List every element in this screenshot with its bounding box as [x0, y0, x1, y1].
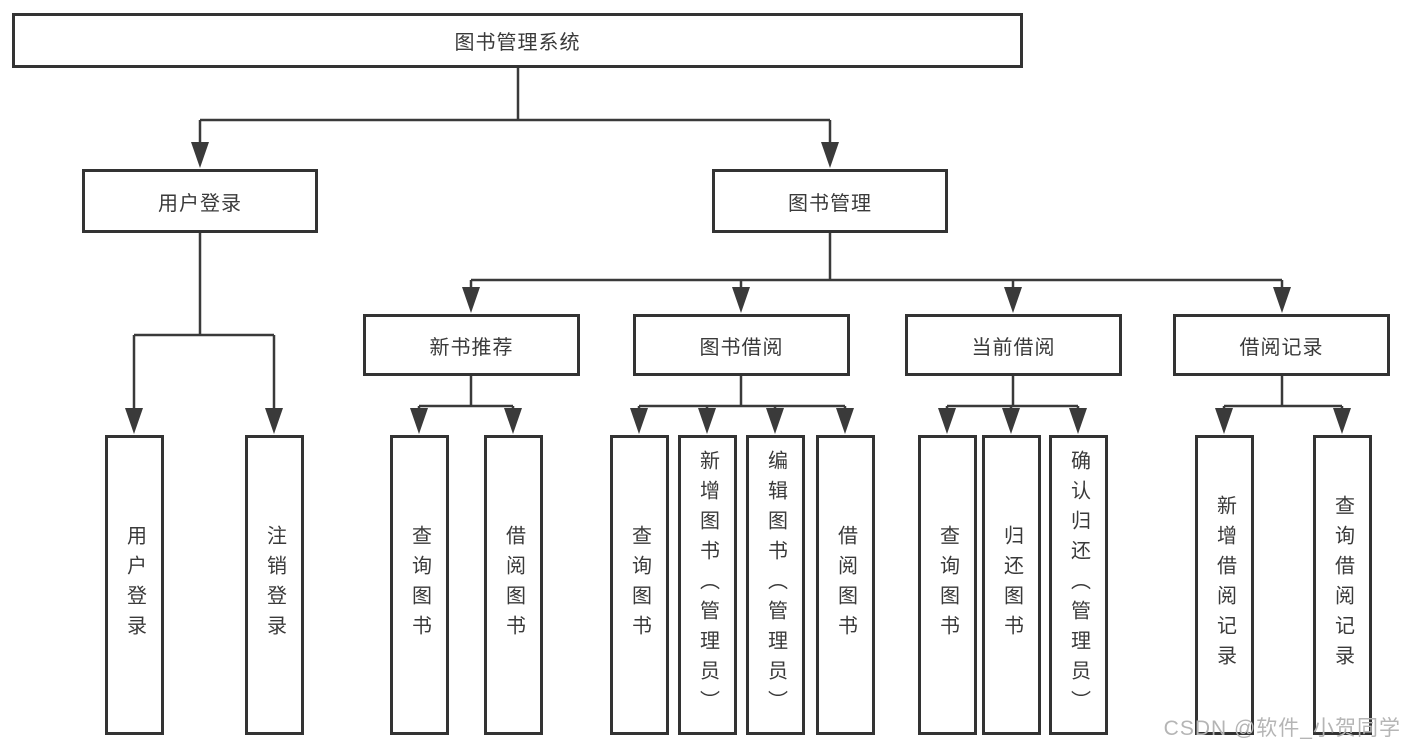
csdn-watermark: CSDN @软件_小贺同学	[1163, 717, 1401, 740]
leaf-label: 查询图书	[628, 525, 651, 645]
arrow-down-icon	[1002, 408, 1020, 434]
node-book-management: 图书管理	[712, 169, 948, 233]
connector-new-book-rec-split	[417, 376, 515, 412]
leaf-label: 归还图书	[1000, 525, 1023, 645]
leaf-rec-query-books: 查询图书	[390, 435, 449, 735]
arrow-down-icon	[1215, 408, 1233, 434]
arrow-down-icon	[191, 142, 209, 168]
arrow-down-icon	[630, 408, 648, 434]
leaf-bb-query-books: 查询图书	[610, 435, 669, 735]
leaf-label: 新增图书（管理员）	[696, 450, 719, 720]
connector-book-borrow-split	[637, 376, 847, 412]
leaf-label: 确认归还（管理员）	[1067, 450, 1090, 720]
arrow-down-icon	[821, 142, 839, 168]
arrow-down-icon	[1069, 408, 1087, 434]
arrowheads	[125, 142, 1351, 434]
node-library-management-system: 图书管理系统	[12, 13, 1023, 68]
leaf-logout-login: 注销登录	[245, 435, 304, 735]
arrow-down-icon	[410, 408, 428, 434]
leaf-user-login: 用户登录	[105, 435, 164, 735]
node-current-borrowing: 当前借阅	[905, 314, 1122, 376]
leaf-cb-query-books: 查询图书	[918, 435, 977, 735]
node-borrowing-records: 借阅记录	[1173, 314, 1390, 376]
arrow-down-icon	[836, 408, 854, 434]
connector-book-mgmt-split	[469, 232, 1284, 290]
leaf-label: 借阅图书	[834, 525, 857, 645]
leaf-label: 用户登录	[123, 525, 146, 645]
leaf-cb-return-books: 归还图书	[982, 435, 1041, 735]
node-new-book-recommendation: 新书推荐	[363, 314, 580, 376]
leaf-label: 借阅图书	[502, 525, 525, 645]
arrow-down-icon	[1333, 408, 1351, 434]
arrow-down-icon	[1273, 287, 1291, 313]
arrow-down-icon	[1004, 287, 1022, 313]
connector-root-to-level1	[198, 67, 832, 144]
arrow-down-icon	[462, 287, 480, 313]
leaf-br-add-borrow-record: 新增借阅记录	[1195, 435, 1254, 735]
leaf-label: 查询借阅记录	[1331, 495, 1354, 675]
leaf-label: 查询图书	[408, 525, 431, 645]
leaf-bb-edit-books-admin: 编辑图书（管理员）	[746, 435, 805, 735]
leaf-label: 编辑图书（管理员）	[764, 450, 787, 720]
arrow-down-icon	[766, 408, 784, 434]
leaf-label: 查询图书	[936, 525, 959, 645]
arrow-down-icon	[938, 408, 956, 434]
arrow-down-icon	[265, 408, 283, 434]
arrow-down-icon	[504, 408, 522, 434]
connector-current-borrow-split	[945, 376, 1080, 412]
leaf-cb-confirm-return-admin: 确认归还（管理员）	[1049, 435, 1108, 735]
arrow-down-icon	[125, 408, 143, 434]
leaf-br-query-borrow-record: 查询借阅记录	[1313, 435, 1372, 735]
node-user-login: 用户登录	[82, 169, 318, 233]
leaf-bb-borrow-books: 借阅图书	[816, 435, 875, 735]
leaf-label: 注销登录	[263, 525, 286, 645]
connector-borrow-records-split	[1222, 376, 1344, 412]
leaf-rec-borrow-books: 借阅图书	[484, 435, 543, 735]
connector-user-login-split	[132, 233, 276, 410]
arrow-down-icon	[732, 287, 750, 313]
leaf-label: 新增借阅记录	[1213, 495, 1236, 675]
node-book-borrowing: 图书借阅	[633, 314, 850, 376]
arrow-down-icon	[698, 408, 716, 434]
leaf-bb-add-books-admin: 新增图书（管理员）	[678, 435, 737, 735]
